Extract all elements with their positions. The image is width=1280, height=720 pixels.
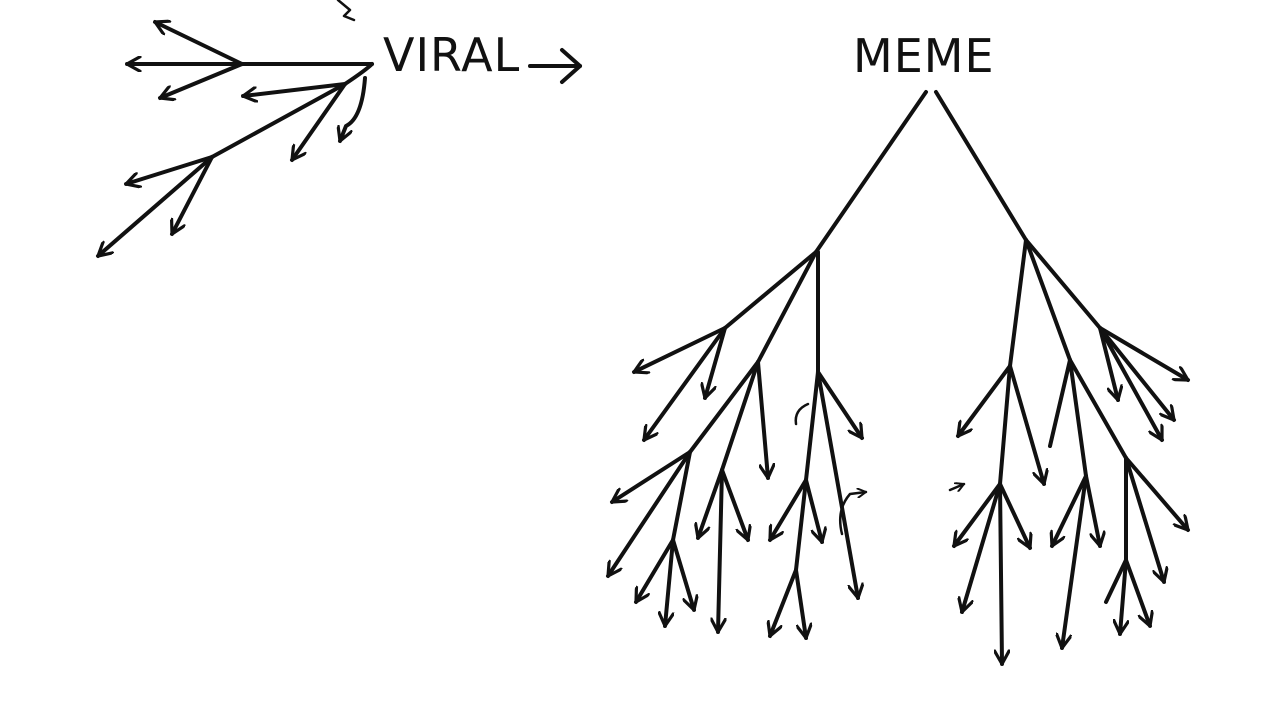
viral-sub-branch-b — [96, 155, 214, 258]
meme-left-a2 — [642, 326, 727, 442]
meme-left-d3 — [720, 468, 748, 542]
meme-right-d3 — [962, 482, 1002, 614]
meme-right-a — [1024, 238, 1102, 330]
meme-right-c3 — [998, 364, 1012, 486]
viral-long-branch — [210, 82, 347, 159]
right-arrow-icon — [528, 48, 582, 84]
viral-sub-branch-c — [172, 155, 214, 236]
meme-right-e1 — [1052, 474, 1088, 548]
meme-right-f1 — [1124, 456, 1190, 532]
meme-curl-mark-b — [839, 492, 868, 536]
meme-right-e2 — [1084, 474, 1100, 548]
meme-right-trunk — [934, 90, 1028, 242]
meme-center-e — [804, 478, 822, 544]
viral-sub-branch-a — [124, 155, 214, 184]
meme-left-b3 — [720, 360, 760, 472]
meme-small-arrow — [948, 484, 966, 490]
meme-right-d4 — [998, 482, 1030, 550]
meme-left-trunk — [814, 90, 928, 254]
meme-right-f5 — [1120, 558, 1126, 636]
meme-left-a — [723, 250, 818, 330]
meme-right-a2 — [1098, 326, 1164, 442]
meme-left-c2 — [606, 450, 692, 578]
meme-left-b2 — [756, 360, 768, 480]
meme-center-a — [816, 370, 864, 440]
meme-right-b — [1024, 238, 1072, 362]
meme-right-b2 — [1068, 358, 1128, 460]
viral-label: VIRAL — [383, 28, 521, 82]
viral-branch-down — [158, 62, 244, 98]
meme-label: MEME — [853, 29, 995, 83]
meme-left-c4 — [634, 538, 675, 604]
meme-center-d — [768, 478, 808, 542]
meme-right-a4 — [1098, 326, 1176, 422]
meme-right-f4 — [1104, 558, 1128, 604]
meme-right-d2 — [952, 482, 1002, 548]
meme-left-a3 — [705, 326, 727, 400]
viral-mid-branch — [290, 82, 347, 162]
meme-left-b1 — [688, 360, 760, 454]
meme-right-c2 — [1008, 364, 1044, 486]
meme-center-c — [816, 370, 858, 600]
meme-center-f — [794, 478, 808, 572]
meme-center-b — [804, 370, 820, 482]
meme-left-c6 — [671, 538, 694, 612]
meme-right-c — [1008, 238, 1028, 368]
meme-left-c5 — [665, 538, 675, 628]
meme-right-d1 — [1000, 482, 1002, 666]
viral-short-branch — [241, 82, 347, 96]
meme-left-b — [756, 250, 818, 364]
meme-right-c1 — [956, 364, 1012, 438]
meme-left-c1 — [610, 450, 692, 504]
meme-right-b1 — [1048, 358, 1072, 448]
viral-curl-branch — [340, 76, 367, 143]
meme-right-f2 — [1124, 456, 1164, 584]
meme-left-c3 — [671, 450, 692, 542]
meme-left-d1 — [718, 468, 722, 634]
viral-branch-up — [153, 22, 244, 66]
meme-tree — [606, 90, 1190, 666]
meme-right-a1 — [1098, 326, 1190, 382]
meme-right-e3 — [1062, 474, 1088, 650]
meme-center-h — [794, 568, 806, 640]
viral-top-scribble — [336, 0, 356, 22]
meme-center-g — [770, 568, 798, 638]
meme-left-d2 — [698, 468, 724, 540]
meme-curl-mark-a — [794, 402, 810, 426]
meme-right-f6 — [1124, 558, 1150, 628]
meme-right-b3 — [1068, 358, 1088, 478]
meme-left-a1 — [632, 326, 727, 372]
viral-tree — [96, 0, 374, 258]
viral-lower-connector — [343, 62, 374, 86]
meme-right-a3 — [1098, 326, 1118, 402]
